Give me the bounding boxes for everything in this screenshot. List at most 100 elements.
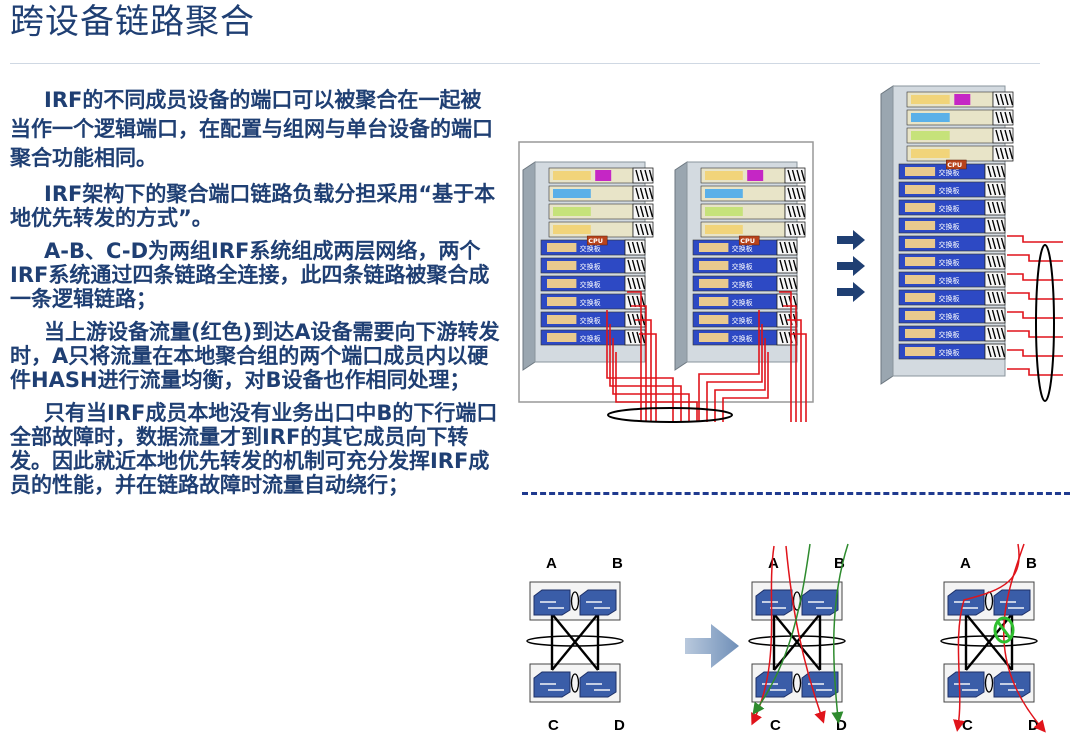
port-icon — [631, 241, 637, 254]
port-icon — [779, 259, 784, 272]
port-icon — [627, 259, 632, 272]
red-link — [615, 352, 698, 422]
switch-icon — [533, 671, 571, 698]
card-module — [699, 243, 729, 252]
red-link — [639, 333, 657, 422]
switch-card-label: 交换板 — [580, 298, 601, 307]
switch-card-label: 交换板 — [939, 240, 960, 249]
port-icon — [995, 147, 1000, 160]
service-card-slot — [906, 109, 1014, 126]
service-card-slot — [700, 203, 806, 220]
aggregation-ring — [940, 635, 1038, 647]
cpu-chip: CPU — [586, 235, 608, 246]
switch-card-label: 交换板 — [939, 258, 960, 267]
cpu-chip-label: CPU — [947, 161, 962, 169]
card-module — [699, 333, 729, 342]
switch-icon — [533, 589, 571, 616]
port-panel — [784, 221, 806, 238]
port-panel — [776, 257, 798, 274]
port-panel — [992, 127, 1014, 144]
switch-card-label: 交换板 — [580, 244, 601, 253]
cpu-chip-body — [586, 235, 608, 246]
port-icon — [787, 223, 792, 236]
red-link — [722, 352, 769, 422]
switch-card-slot: 交换板 — [898, 271, 1006, 288]
card-module — [547, 315, 577, 324]
service-card-slot — [700, 185, 806, 202]
slide-title: 跨设备链路聚合 — [10, 2, 255, 42]
port-icon — [996, 255, 1001, 268]
port-icon — [640, 295, 646, 308]
port-icon — [788, 241, 793, 254]
title-underline — [10, 63, 1040, 64]
switch-card-slot: 交换板 — [692, 311, 798, 328]
switch-card-slot: 交换板 — [898, 217, 1006, 234]
port-icon — [1000, 309, 1006, 322]
switch-card-label: 交换板 — [732, 298, 753, 307]
port-panel — [992, 145, 1014, 162]
card-module — [699, 261, 729, 270]
port-icon — [639, 205, 645, 218]
device-label: C — [548, 717, 559, 734]
port-icon — [640, 241, 646, 254]
switch-icon — [947, 589, 985, 616]
port-panel — [624, 239, 646, 256]
port-icon — [800, 169, 806, 182]
card-module — [553, 171, 591, 180]
port-icon — [631, 277, 637, 290]
port-icon — [631, 295, 637, 308]
port-icon — [627, 331, 632, 344]
cpu-chip: CPU — [738, 235, 760, 246]
switch-card-slot: 交换板 — [898, 289, 1006, 306]
port-icon — [792, 277, 798, 290]
port-panel — [992, 109, 1014, 126]
switch-card-slot: 交换板 — [898, 253, 1006, 270]
switch-card-slot: 交换板 — [898, 181, 1006, 198]
card-module — [553, 225, 591, 234]
port-icon — [991, 291, 997, 304]
switch-card-label: 交换板 — [580, 316, 601, 325]
service-card-slot — [548, 185, 654, 202]
switch-card-label: 交换板 — [732, 334, 753, 343]
switch-card-slot: 交换板 — [692, 329, 798, 346]
irf-link-ring — [570, 591, 580, 611]
port-icon — [996, 201, 1001, 214]
card-module — [905, 221, 936, 230]
traffic-path-green — [752, 543, 811, 715]
chassis-side-panel — [522, 161, 536, 371]
paragraph-4: 当上游设备流量(红色)到达A设备需要向下游转发时，A只将流量在本地聚合组的两个端… — [10, 320, 500, 392]
port-icon — [991, 201, 997, 214]
port-panel — [984, 235, 1006, 252]
port-icon — [996, 165, 1001, 178]
switch-icon — [579, 589, 617, 616]
port-icon — [792, 259, 798, 272]
port-icon — [779, 295, 784, 308]
card-module — [905, 167, 936, 176]
port-icon — [991, 327, 997, 340]
device-label: B — [612, 555, 623, 572]
red-link — [1007, 311, 1063, 319]
red-link — [609, 324, 682, 422]
red-link — [1007, 292, 1063, 300]
switch-card-label: 交换板 — [939, 294, 960, 303]
port-panel — [776, 329, 798, 346]
port-icon — [627, 241, 632, 254]
service-card-slot — [700, 167, 806, 184]
port-icon — [996, 327, 1001, 340]
port-panel — [784, 185, 806, 202]
card-module — [905, 293, 936, 302]
port-icon — [991, 273, 997, 286]
device-label: A — [546, 555, 557, 572]
port-icon — [648, 223, 654, 236]
switch-card-label: 交换板 — [939, 276, 960, 285]
red-link — [1007, 349, 1063, 357]
port-icon — [1004, 93, 1009, 106]
port-icon — [783, 277, 789, 290]
chassis-side-panel — [880, 85, 894, 385]
